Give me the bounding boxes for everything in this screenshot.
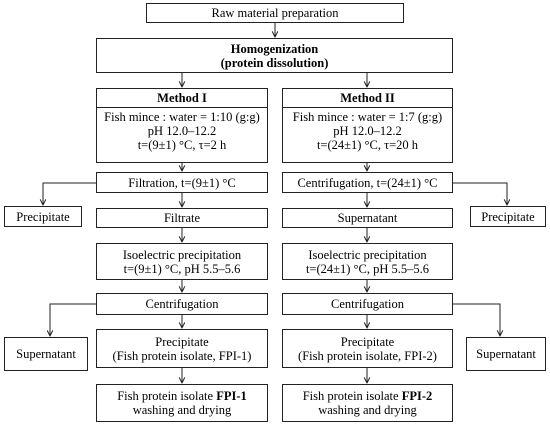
iep1-line2: t=(9±1) °C, pH 5.5–5.6 bbox=[123, 261, 241, 276]
precipitate2-box: Precipitate bbox=[470, 206, 546, 227]
filtration-label: Filtration, t=(9±1) °C bbox=[128, 175, 236, 190]
final-fpi2-prefix: Fish protein isolate bbox=[302, 389, 402, 403]
iep2-box: Isoelectric precipitation t=(24±1) °C, p… bbox=[282, 243, 453, 280]
arrow-cent2-super2 bbox=[453, 303, 500, 336]
centrifugation2-box: Centrifugation bbox=[282, 293, 453, 315]
supernatant-mid-box: Supernatant bbox=[282, 208, 453, 228]
supernatant-mid-label: Supernatant bbox=[337, 211, 398, 225]
final-fpi1-line2: washing and drying bbox=[132, 403, 232, 417]
supernatant2-box: Supernatant bbox=[466, 337, 546, 371]
supernatant1-label: Supernatant bbox=[16, 347, 76, 361]
arrow-filtration-precip1 bbox=[43, 182, 96, 205]
arrow-cent1-super1 bbox=[50, 303, 96, 336]
final-fpi1-code: FPI-1 bbox=[216, 389, 247, 403]
precipitate-fpi2-box: Precipitate (Fish protein isolate, FPI-2… bbox=[282, 329, 453, 368]
iep2-line1: Isoelectric precipitation bbox=[308, 247, 427, 262]
final-fpi1-box: Fish protein isolate FPI-1 washing and d… bbox=[96, 384, 268, 422]
precipitate2-label: Precipitate bbox=[481, 209, 535, 224]
precipitate-fpi1-line1: Precipitate bbox=[155, 334, 209, 349]
centrifugation1-box: Centrifugation bbox=[96, 293, 268, 315]
precipitate-fpi2-line2: (Fish protein isolate, FPI-2) bbox=[298, 348, 437, 363]
homogenization-subtitle: (protein dissolution) bbox=[220, 55, 329, 70]
raw-material-label: Raw material preparation bbox=[211, 6, 339, 20]
final-fpi2-line2: washing and drying bbox=[318, 403, 417, 417]
final-fpi2-code: FPI-2 bbox=[401, 389, 433, 403]
precipitate-fpi2-line1: Precipitate bbox=[340, 334, 395, 349]
raw-material-box: Raw material preparation bbox=[146, 3, 404, 23]
method1-header: Method I bbox=[97, 89, 267, 108]
filtration-box: Filtration, t=(9±1) °C bbox=[96, 172, 268, 193]
arrow-cent-precip2 bbox=[453, 182, 507, 205]
precipitate-fpi1-line2: (Fish protein isolate, FPI-1) bbox=[112, 348, 252, 363]
method1-conditions: t=(9±1) °C, τ=2 h bbox=[137, 138, 227, 152]
filtrate-label: Filtrate bbox=[163, 211, 201, 225]
method2-header: Method II bbox=[283, 89, 452, 108]
final-fpi1-line1: Fish protein isolate FPI-1 bbox=[117, 389, 247, 403]
method1-box: Method I Fish mince : water = 1:10 (g:g)… bbox=[96, 88, 268, 163]
method2-box: Method II Fish mince : water = 1:7 (g:g)… bbox=[282, 88, 453, 163]
method2-conditions: t=(24±1) °C, τ=20 h bbox=[316, 138, 419, 152]
iep2-line2: t=(24±1) °C, pH 5.5–5.6 bbox=[305, 261, 430, 276]
centrifugation1-label: Centrifugation bbox=[145, 297, 219, 311]
filtrate-box: Filtrate bbox=[96, 208, 268, 228]
centrifugation2-label: Centrifugation bbox=[331, 297, 404, 311]
precipitate-fpi1-box: Precipitate (Fish protein isolate, FPI-1… bbox=[96, 329, 268, 368]
final-fpi2-box: Fish protein isolate FPI-2 washing and d… bbox=[282, 384, 453, 422]
centrifugation-temp-label: Centrifugation, t=(24±1) °C bbox=[297, 175, 438, 190]
centrifugation-temp-box: Centrifugation, t=(24±1) °C bbox=[282, 172, 453, 193]
final-fpi1-prefix: Fish protein isolate bbox=[117, 389, 217, 403]
iep1-box: Isoelectric precipitation t=(9±1) °C, pH… bbox=[96, 243, 268, 280]
method2-ph: pH 12.0–12.2 bbox=[333, 124, 402, 138]
homogenization-box: Homogenization (protein dissolution) bbox=[96, 38, 453, 73]
final-fpi2-line1: Fish protein isolate FPI-2 bbox=[303, 389, 433, 403]
supernatant1-box: Supernatant bbox=[4, 337, 88, 371]
homogenization-title: Homogenization bbox=[230, 41, 319, 56]
method1-ratio: Fish mince : water = 1:10 (g:g) bbox=[104, 110, 260, 124]
method1-ph: pH 12.0–12.2 bbox=[147, 124, 217, 138]
iep1-line1: Isoelectric precipitation bbox=[122, 247, 242, 262]
supernatant2-label: Supernatant bbox=[476, 347, 536, 361]
method2-ratio: Fish mince : water = 1:7 (g:g) bbox=[292, 110, 443, 124]
precipitate1-label: Precipitate bbox=[16, 209, 70, 224]
precipitate1-box: Precipitate bbox=[4, 206, 82, 227]
